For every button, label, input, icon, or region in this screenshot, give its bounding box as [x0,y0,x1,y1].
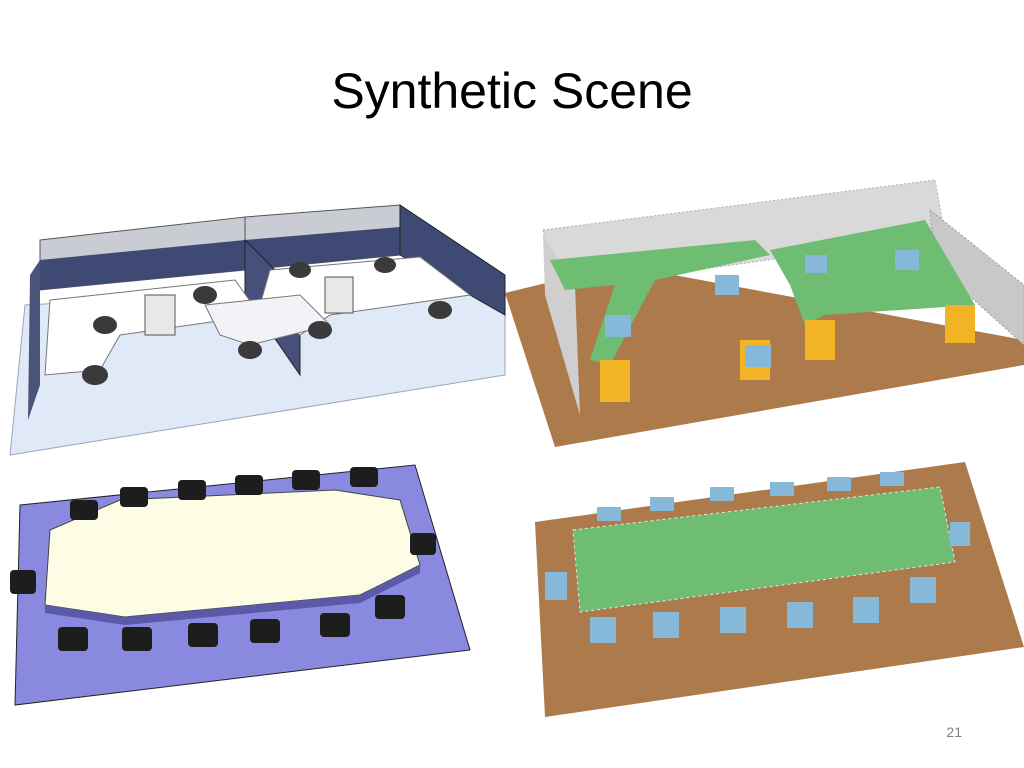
slide-title: Synthetic Scene [331,63,693,119]
conference-point-cloud [535,462,1024,717]
conf-table-edge [45,565,420,625]
office-chairs [82,257,452,385]
point-chairs [605,250,919,367]
conf-point-table [572,486,956,613]
page-number: 21 [946,724,962,740]
point-desk-right [770,220,975,325]
point-wall-right [929,208,1024,346]
desk-mid [204,294,331,346]
drawer-unit-1 [144,294,176,336]
partition-panels [40,227,400,290]
front-left-partition [28,260,40,420]
conference-model-render [10,464,471,706]
office-point-cloud [505,179,1024,447]
conf-point-chairs [545,472,970,643]
office-model-render [9,204,506,456]
side-partition-right [399,204,506,316]
conf-chairs [10,467,436,651]
drawer-unit-2 [324,276,354,314]
